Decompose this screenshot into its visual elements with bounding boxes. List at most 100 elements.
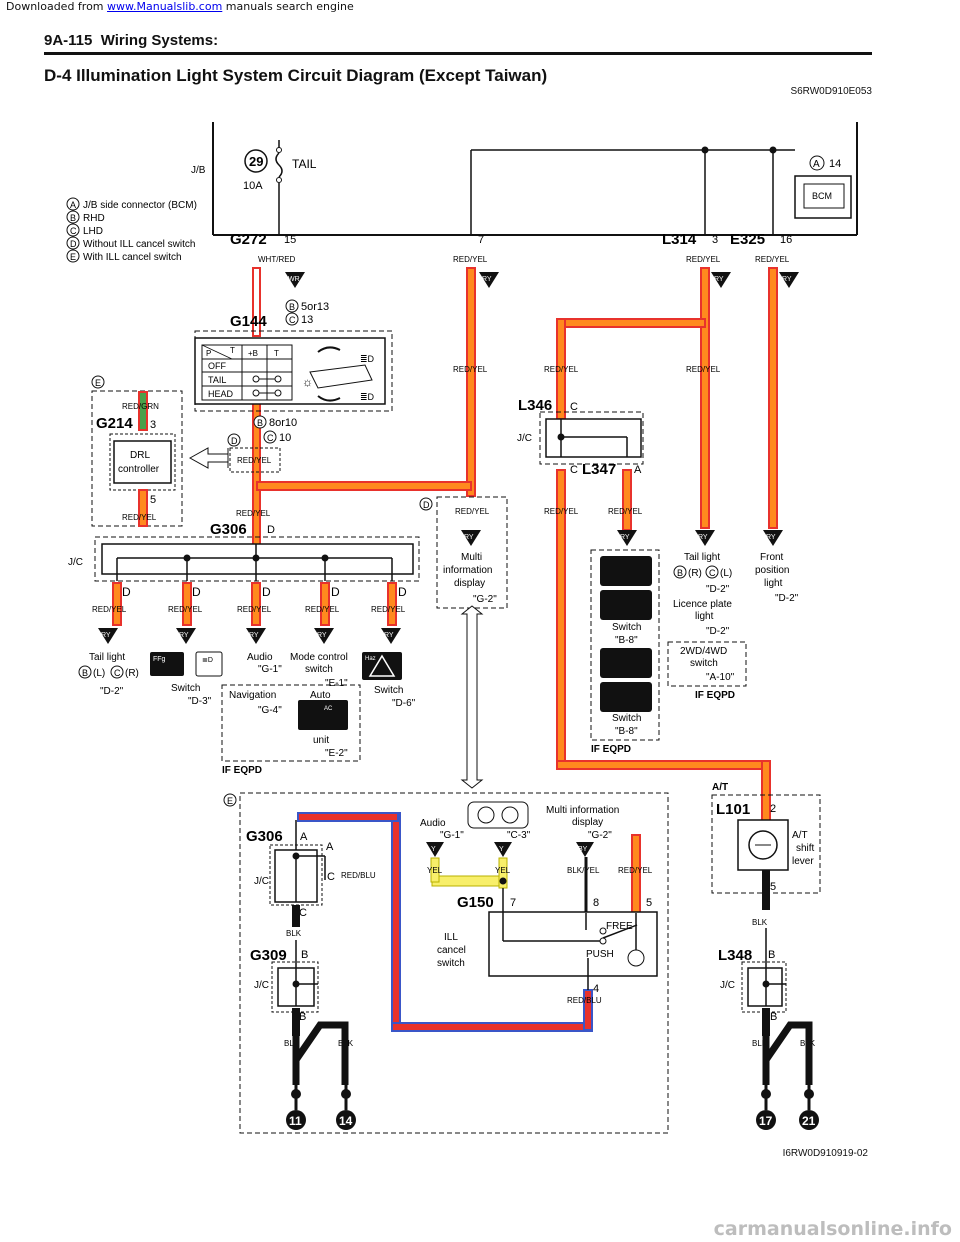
svg-text:B: B <box>770 1011 777 1023</box>
svg-text:A: A <box>70 200 76 210</box>
svg-text:4: 4 <box>593 983 599 995</box>
svg-text:A: A <box>634 464 642 476</box>
svg-text:B: B <box>82 668 88 678</box>
svg-text:Audio: Audio <box>420 818 446 829</box>
svg-text:5: 5 <box>646 897 652 909</box>
legend-a: J/B side connector (BCM) <box>83 200 197 211</box>
g306-drops: RED/YEL RED/YEL RED/YEL RED/YEL RED/YEL … <box>92 582 406 644</box>
g306-lower-label: G306 <box>246 828 283 845</box>
page-ref: 9A-115 <box>44 32 93 49</box>
l346-label: L346 <box>518 397 552 414</box>
diagram-code: S6RW0D910E053 <box>790 86 872 97</box>
sw-off: OFF <box>208 361 226 371</box>
svg-text:7: 7 <box>510 897 516 909</box>
g144-top-pin: 5or13 <box>301 301 329 313</box>
svg-text:"B-8": "B-8" <box>615 726 638 737</box>
ground-21: 21 <box>802 1114 816 1128</box>
svg-text:display: display <box>454 578 485 589</box>
svg-text:switch: switch <box>305 664 333 675</box>
g306-jc: J/C <box>68 557 83 568</box>
wire-wht-red: WHT/RED <box>258 255 296 264</box>
ground-17: 17 <box>759 1114 773 1128</box>
svg-text:Switch: Switch <box>612 713 641 724</box>
svg-text:Y: Y <box>431 846 436 853</box>
svg-text:D: D <box>231 436 238 446</box>
svg-text:YEL: YEL <box>495 866 511 875</box>
sw-t2: T <box>274 349 279 358</box>
l101-shift-lever: A/T L101 2 A/T shift lever 5 BLK L348 B … <box>711 782 821 1130</box>
section-title: Wiring Systems: <box>100 32 219 49</box>
g272-label: G272 <box>230 231 267 248</box>
svg-text:"G-2": "G-2" <box>473 594 497 605</box>
svg-text:RY: RY <box>101 632 111 639</box>
svg-text:J/C: J/C <box>720 980 735 991</box>
svg-text:Haz: Haz <box>365 656 376 662</box>
svg-text:D: D <box>423 500 430 510</box>
bcm-pin: 14 <box>829 158 841 170</box>
svg-text:"G-1": "G-1" <box>258 664 282 675</box>
svg-text:RED/YEL: RED/YEL <box>371 605 406 614</box>
g214-drl-controller: E RED/GRN G214 3 DRL controller 5 RED/YE… <box>91 375 183 527</box>
svg-text:RED/YEL: RED/YEL <box>453 365 488 374</box>
svg-text:RED/YEL: RED/YEL <box>237 605 272 614</box>
sw-b: +B <box>248 349 258 358</box>
svg-text:RED/YEL: RED/YEL <box>92 605 127 614</box>
svg-text:RY: RY <box>620 534 630 541</box>
g150-ill-cancel-switch: Audio "G-1" "C-3" Multi information disp… <box>420 801 658 1005</box>
if-eqpd-left: IF EQPD <box>222 765 262 776</box>
svg-text:D: D <box>331 585 340 599</box>
svg-text:"D-3": "D-3" <box>188 696 212 707</box>
g306-joint-connector: G306 D RED/YEL J/C D D D D D <box>68 509 420 599</box>
svg-text:C: C <box>327 871 335 883</box>
svg-text:B: B <box>70 213 76 223</box>
svg-text:C: C <box>289 315 296 325</box>
svg-text:RED/YEL: RED/YEL <box>455 507 490 516</box>
switch-d6: Switch <box>374 685 403 696</box>
svg-text:"E-1": "E-1" <box>325 678 348 689</box>
if-eqpd-mid: IF EQPD <box>591 744 631 755</box>
svg-text:5: 5 <box>770 881 776 893</box>
g214-wire-grn: RED/GRN <box>122 402 159 411</box>
l314-pin: 3 <box>712 234 718 246</box>
sw-p: P <box>206 349 211 358</box>
g144-wire: RED/YEL <box>237 456 272 465</box>
fuse-29: 29 TAIL 10A <box>243 140 317 235</box>
svg-text:switch: switch <box>690 658 718 669</box>
g306-d: D <box>267 524 275 536</box>
sun-icon: ☼ <box>302 375 313 389</box>
ref-d2-left: "D-2" <box>100 686 124 697</box>
download-link[interactable]: www.Manualslib.com <box>107 0 223 13</box>
ground-11: 11 <box>289 1114 302 1128</box>
svg-text:(L): (L) <box>720 568 732 579</box>
g144-bot-pin-c: 10 <box>279 432 291 444</box>
svg-text:RED/YEL: RED/YEL <box>305 605 340 614</box>
svg-text:cancel: cancel <box>437 945 466 956</box>
svg-text:lever: lever <box>792 856 814 867</box>
svg-text:RED/BLU: RED/BLU <box>567 996 602 1005</box>
wire-red-blu: RED/BLU <box>341 871 376 880</box>
svg-text:RED/YEL: RED/YEL <box>168 605 203 614</box>
svg-text:RED/YEL: RED/YEL <box>544 507 579 516</box>
2wd-4wd-switch: 2WD/4WD <box>680 646 727 657</box>
svg-text:E: E <box>70 252 76 262</box>
front-position: Front <box>760 552 784 563</box>
svg-text:Y: Y <box>499 846 504 853</box>
junction-block: J/B <box>191 122 858 236</box>
legend-b: RHD <box>83 213 105 224</box>
g144-light-switch: G144 B 5or13 C 13 P T +B T OFF TAIL HEAD… <box>188 299 393 473</box>
svg-text:D: D <box>122 585 131 599</box>
svg-text:"D-2": "D-2" <box>775 593 799 604</box>
svg-text:D: D <box>398 585 407 599</box>
l101-label: L101 <box>716 801 750 818</box>
svg-text:D: D <box>262 585 271 599</box>
svg-text:Multi: Multi <box>461 552 482 563</box>
svg-text:BLK/YEL: BLK/YEL <box>567 866 600 875</box>
svg-text:RED/YEL: RED/YEL <box>544 365 579 374</box>
drl-label: DRL <box>130 450 150 461</box>
tail-light-right: Tail light <box>684 552 720 563</box>
svg-text:"D-2": "D-2" <box>706 626 730 637</box>
svg-text:B: B <box>289 302 295 312</box>
tail-light-left: Tail light <box>89 652 125 663</box>
g214-pin5: 5 <box>150 494 156 506</box>
svg-text:A: A <box>326 841 334 853</box>
